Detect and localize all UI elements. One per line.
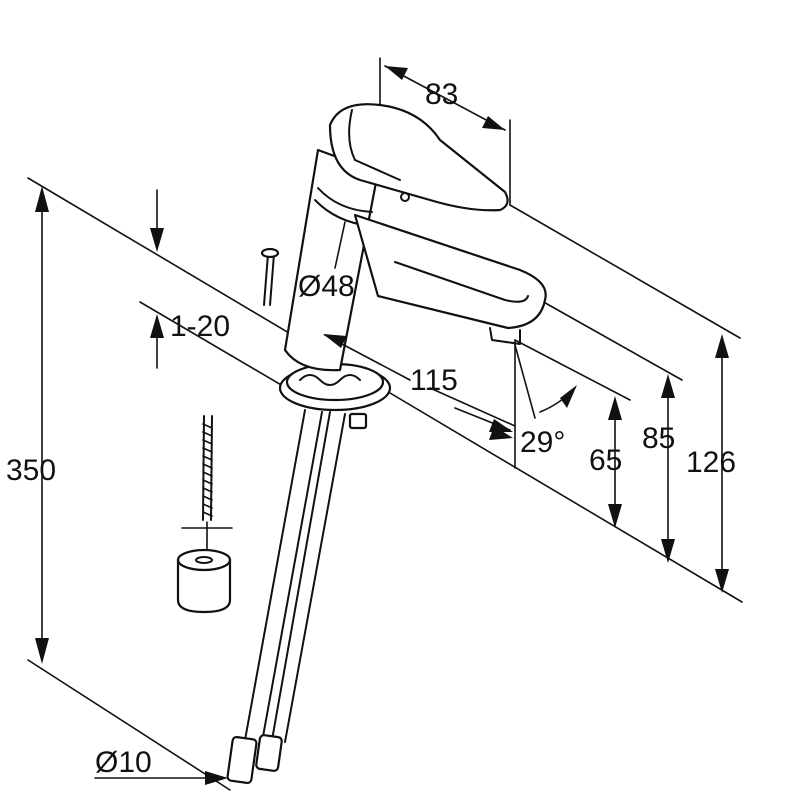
dimension-lines xyxy=(35,65,729,785)
label-lever-length: 83 xyxy=(425,78,458,111)
threaded-rod xyxy=(181,415,233,556)
label-body-diameter: Ø48 xyxy=(298,270,355,303)
label-spout-height: 65 xyxy=(589,444,622,477)
label-spout-angle: 29° xyxy=(520,426,565,459)
label-hose-diameter: Ø10 xyxy=(95,746,152,779)
label-deck-thickness: 1-20 xyxy=(170,310,230,343)
mounting-nut xyxy=(176,548,232,614)
label-hose-length: 350 xyxy=(6,454,56,487)
label-spout-reach: 115 xyxy=(410,364,458,397)
faucet-body xyxy=(176,103,547,785)
label-aerator-height: 85 xyxy=(642,422,675,455)
dimension-labels: 83 Ø48 1-20 115 29° 65 85 126 350 Ø10 xyxy=(6,78,736,779)
label-total-height: 126 xyxy=(686,446,736,479)
